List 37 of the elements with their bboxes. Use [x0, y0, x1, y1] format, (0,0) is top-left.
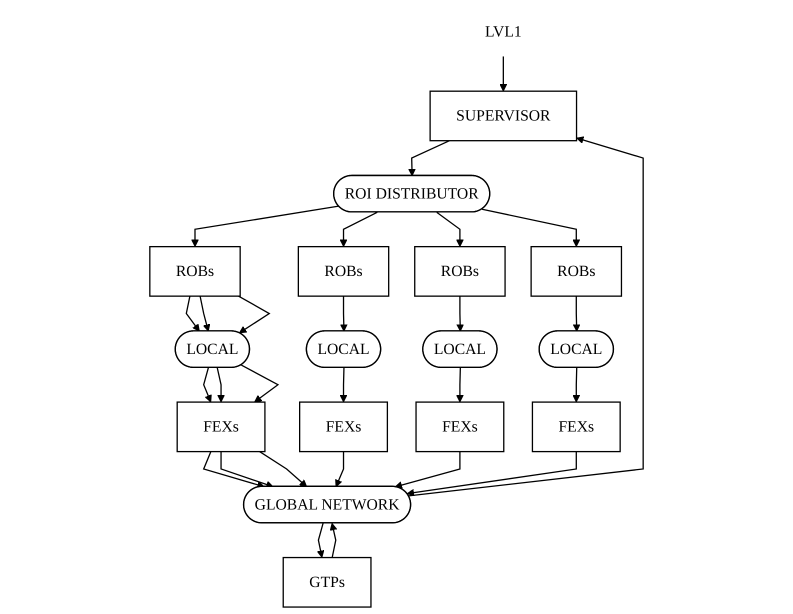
arrow	[456, 368, 464, 402]
arrow	[203, 368, 212, 402]
node-box: ROBs	[530, 246, 622, 297]
arrow	[436, 212, 464, 247]
arrow	[216, 368, 225, 402]
arrow	[238, 296, 271, 334]
arrow	[335, 452, 344, 488]
node-box: ROBs	[414, 246, 506, 297]
arrow	[330, 522, 338, 558]
node-box: FEXs	[532, 401, 621, 452]
node-box: FEXs	[299, 401, 388, 452]
arrow	[199, 296, 210, 332]
arrow	[241, 364, 280, 402]
node-box: FEXs	[176, 401, 266, 452]
node-text: LVL1	[484, 22, 522, 40]
node-box: SUPERVISOR	[429, 90, 578, 142]
arrow	[202, 451, 265, 488]
arrow	[340, 296, 348, 332]
arrow	[500, 56, 508, 92]
node-box: GTPs	[282, 556, 372, 608]
arrow	[186, 296, 200, 332]
arrow	[394, 452, 461, 489]
arrow	[191, 206, 339, 247]
arrow	[406, 452, 577, 496]
arrow	[408, 140, 450, 176]
node-box: FEXs	[415, 401, 504, 452]
node-box: ROBs	[149, 246, 241, 297]
arrow	[259, 451, 308, 488]
arrow	[340, 212, 378, 247]
arrow	[572, 368, 580, 402]
arrow	[456, 296, 464, 332]
node-box: ROBs	[298, 246, 390, 297]
arrow	[340, 368, 348, 402]
arrow	[572, 296, 580, 332]
arrow	[482, 208, 580, 247]
arrow	[316, 523, 324, 558]
arrow	[408, 136, 644, 497]
